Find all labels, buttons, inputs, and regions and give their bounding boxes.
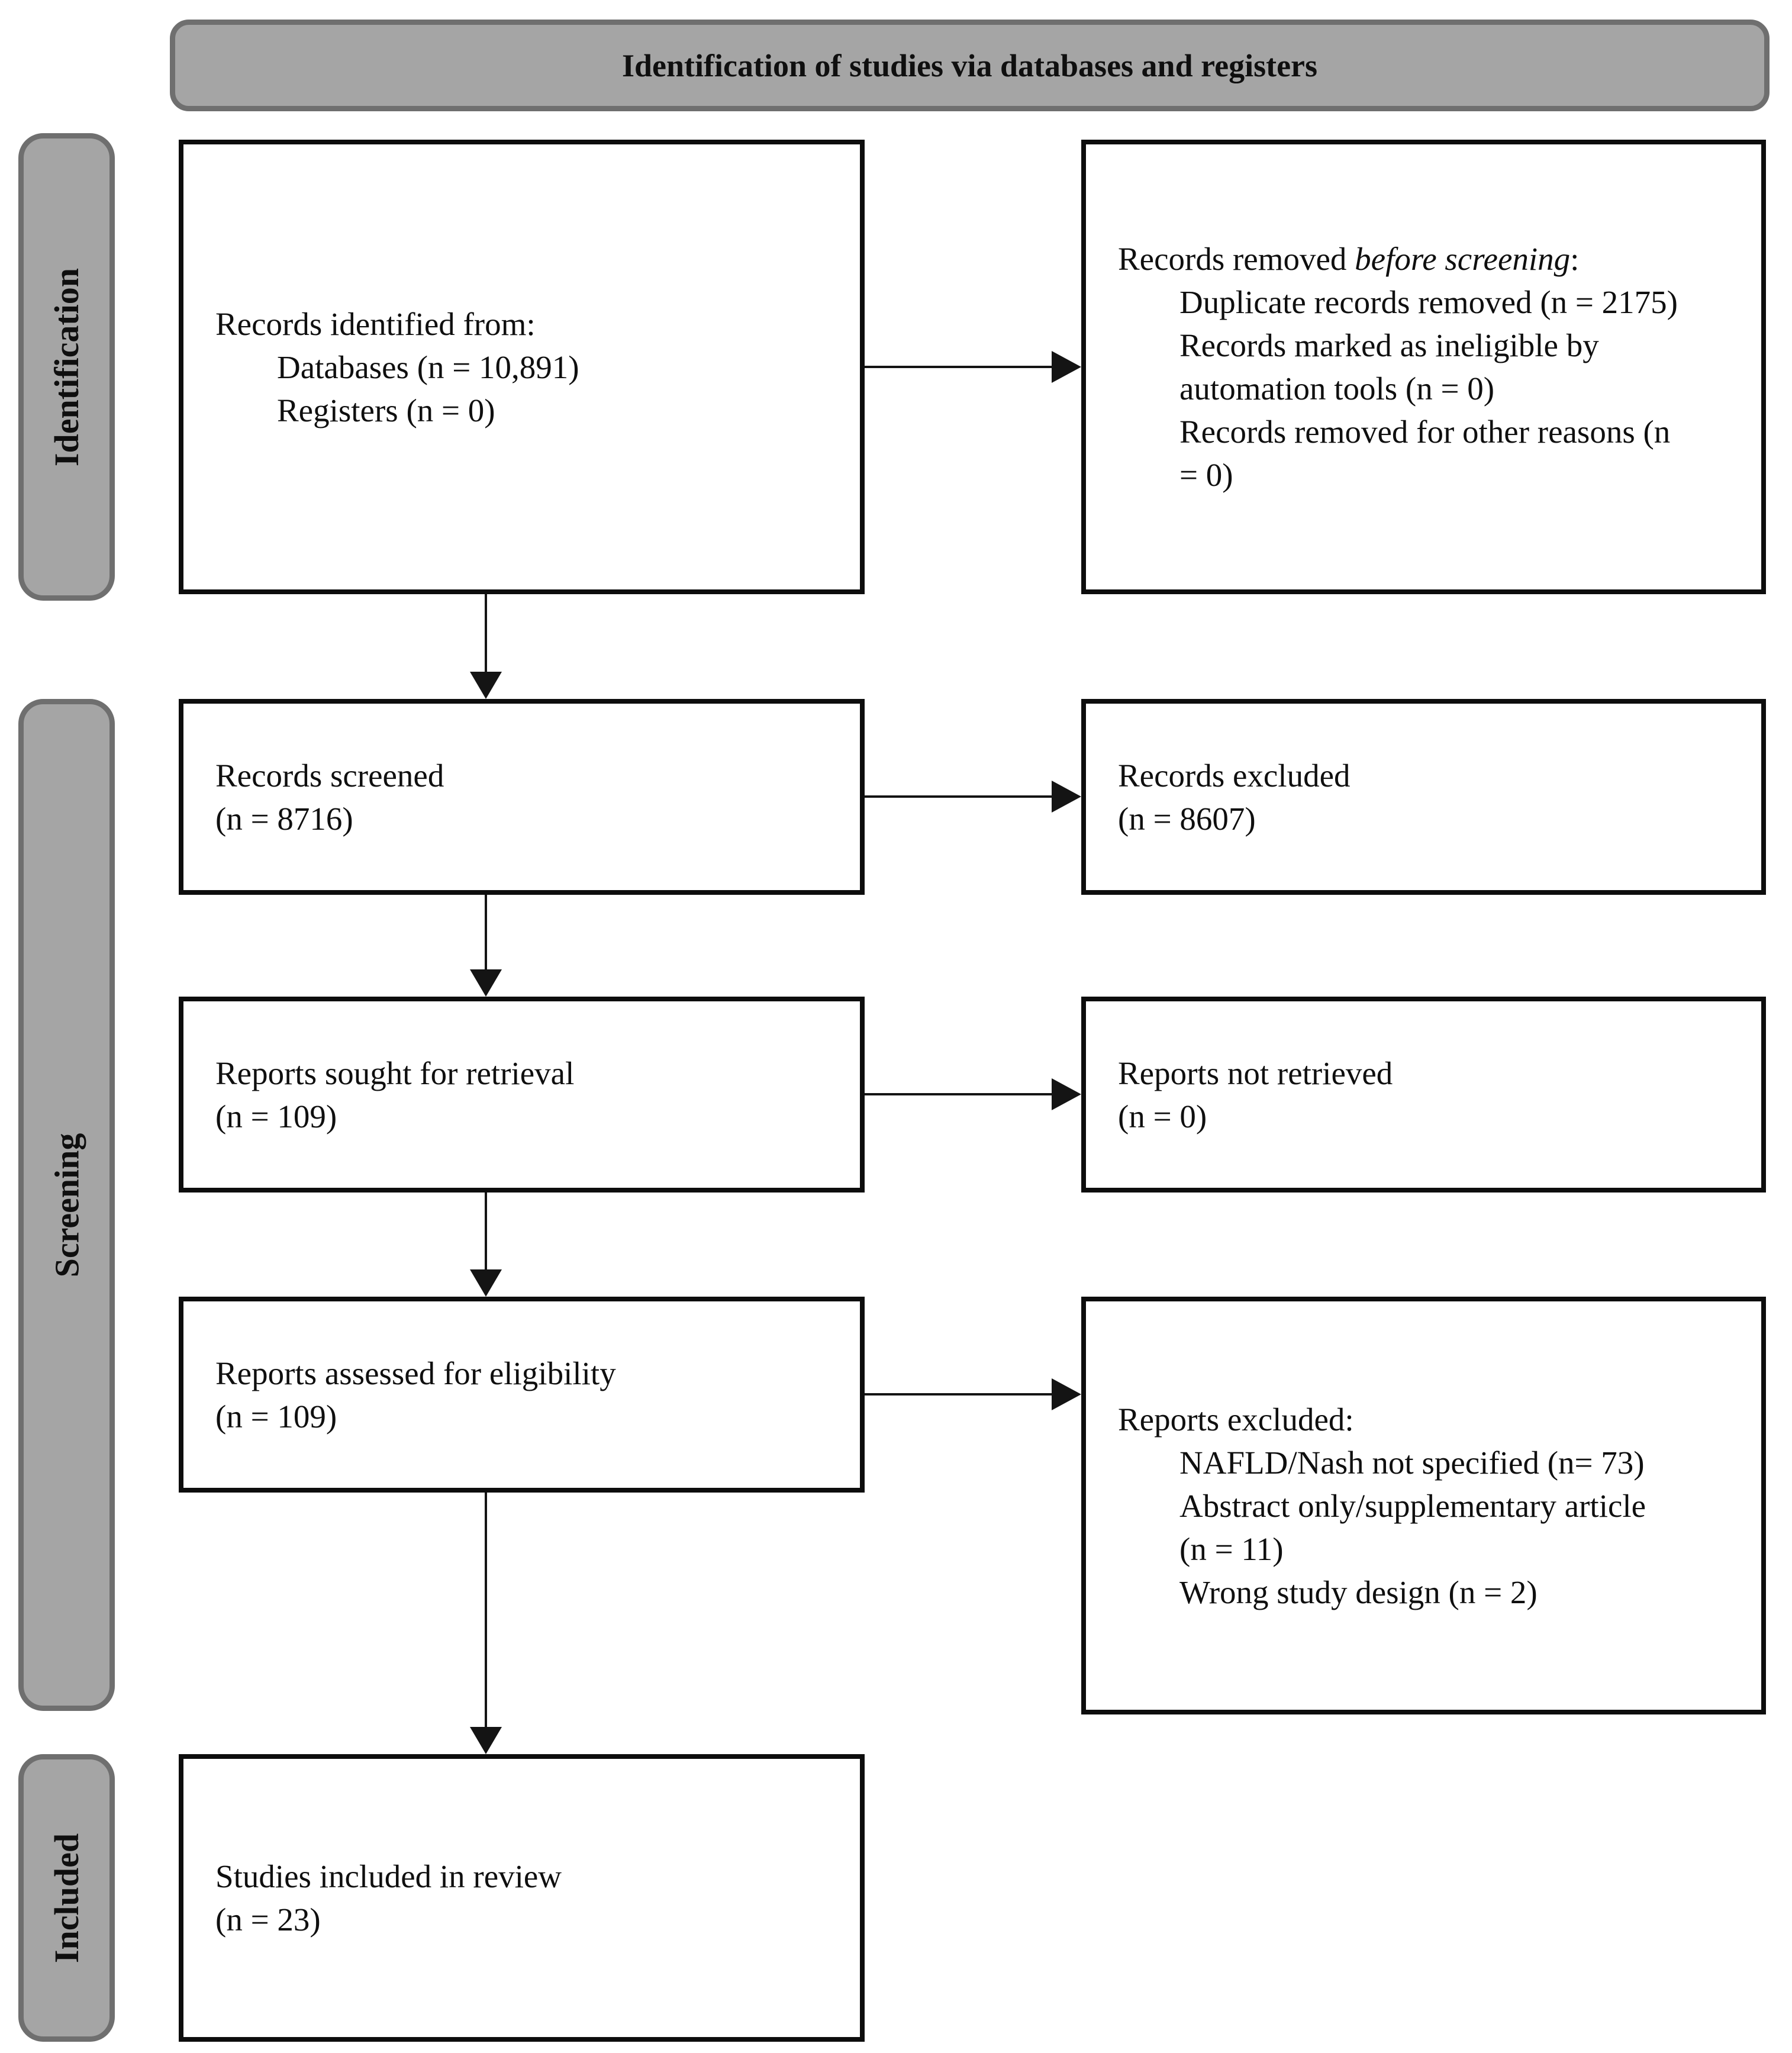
studies-included-count: (n = 23) — [215, 1901, 321, 1938]
box-reports-sought: Reports sought for retrieval (n = 109) — [179, 997, 865, 1193]
arrow-sought-to-assessed-head — [470, 1269, 502, 1297]
arrow-sought-to-assessed-line — [485, 1193, 487, 1272]
arrow-identified-to-removed-line — [865, 366, 1053, 368]
stage-rail-identification: Identification — [18, 133, 115, 601]
arrow-identified-to-removed-head — [1052, 351, 1081, 383]
box-records-removed-content: Records removed before screening: Duplic… — [1086, 237, 1761, 497]
box-reports-assessed-content: Reports assessed for eligibility (n = 10… — [183, 1352, 860, 1438]
arrow-sought-to-notretrieved-head — [1052, 1078, 1081, 1110]
box-studies-included: Studies included in review (n = 23) — [179, 1754, 865, 2042]
records-removed-item-duplicates: Duplicate records removed (n = 2175) — [1179, 284, 1678, 320]
records-removed-intro: Records removed before screening: — [1118, 237, 1738, 281]
arrow-screened-to-excluded-head — [1052, 781, 1081, 813]
arrow-screened-to-sought-head — [470, 969, 502, 997]
box-records-screened: Records screened (n = 8716) — [179, 699, 865, 895]
records-excluded-label: Records excluded — [1118, 757, 1351, 794]
box-reports-assessed: Reports assessed for eligibility (n = 10… — [179, 1297, 865, 1493]
stage-rail-included: Included — [18, 1754, 115, 2042]
stage-label-included: Included — [47, 1833, 86, 1963]
header-banner: Identification of studies via databases … — [170, 20, 1770, 111]
reports-not-retrieved-label: Reports not retrieved — [1118, 1055, 1393, 1091]
reports-assessed-label: Reports assessed for eligibility — [215, 1355, 616, 1391]
records-identified-item-registers: Registers (n = 0) — [277, 392, 495, 428]
records-removed-item-automation: Records marked as ineligible by automati… — [1179, 327, 1599, 407]
reports-not-retrieved-count: (n = 0) — [1118, 1098, 1207, 1135]
box-reports-not-retrieved-content: Reports not retrieved (n = 0) — [1086, 1052, 1761, 1138]
header-title: Identification of studies via databases … — [621, 47, 1318, 83]
records-excluded-count: (n = 8607) — [1118, 800, 1256, 837]
box-records-removed-before-screening: Records removed before screening: Duplic… — [1081, 140, 1766, 594]
records-screened-label: Records screened — [215, 757, 444, 794]
box-studies-included-content: Studies included in review (n = 23) — [183, 1855, 860, 1941]
arrow-assessed-to-included-line — [485, 1493, 487, 1729]
arrow-identified-to-screened-line — [485, 594, 487, 674]
stage-label-identification: Identification — [47, 267, 86, 466]
arrow-screened-to-excluded-line — [865, 795, 1053, 798]
box-records-excluded: Records excluded (n = 8607) — [1081, 699, 1766, 895]
box-reports-excluded: Reports excluded: NAFLD/Nash not specifi… — [1081, 1297, 1766, 1714]
arrow-screened-to-sought-line — [485, 895, 487, 972]
records-removed-intro-italic: before screening — [1355, 241, 1571, 277]
reports-excluded-intro: Reports excluded: — [1118, 1401, 1354, 1438]
records-identified-item-databases: Databases (n = 10,891) — [277, 349, 579, 385]
reports-assessed-count: (n = 109) — [215, 1398, 337, 1435]
box-records-screened-content: Records screened (n = 8716) — [183, 754, 860, 840]
reports-sought-label: Reports sought for retrieval — [215, 1055, 575, 1091]
arrow-identified-to-screened-head — [470, 672, 502, 699]
records-removed-item-other: Records removed for other reasons (n = 0… — [1179, 414, 1671, 493]
records-removed-intro-post: : — [1570, 241, 1580, 277]
records-screened-count: (n = 8716) — [215, 800, 353, 837]
box-reports-sought-content: Reports sought for retrieval (n = 109) — [183, 1052, 860, 1138]
box-reports-excluded-content: Reports excluded: NAFLD/Nash not specifi… — [1086, 1398, 1761, 1614]
arrow-assessed-to-included-head — [470, 1727, 502, 1754]
studies-included-label: Studies included in review — [215, 1858, 562, 1894]
arrow-assessed-to-reportsexcluded-line — [865, 1393, 1053, 1395]
arrow-assessed-to-reportsexcluded-head — [1052, 1378, 1081, 1410]
records-identified-intro: Records identified from: — [215, 305, 536, 342]
box-records-identified: Records identified from: Databases (n = … — [179, 140, 865, 594]
stage-label-screening: Screening — [47, 1133, 86, 1277]
stage-rail-screening: Screening — [18, 699, 115, 1711]
reports-sought-count: (n = 109) — [215, 1098, 337, 1135]
reports-excluded-item-nafld: NAFLD/Nash not specified (n= 73) — [1179, 1444, 1645, 1481]
records-removed-intro-pre: Records removed — [1118, 241, 1355, 277]
box-records-identified-content: Records identified from: Databases (n = … — [183, 302, 860, 432]
box-reports-not-retrieved: Reports not retrieved (n = 0) — [1081, 997, 1766, 1193]
reports-excluded-item-abstract: Abstract only/supplementary article (n =… — [1179, 1487, 1646, 1567]
arrow-sought-to-notretrieved-line — [865, 1093, 1053, 1095]
reports-excluded-item-design: Wrong study design (n = 2) — [1179, 1574, 1538, 1610]
box-records-excluded-content: Records excluded (n = 8607) — [1086, 754, 1761, 840]
